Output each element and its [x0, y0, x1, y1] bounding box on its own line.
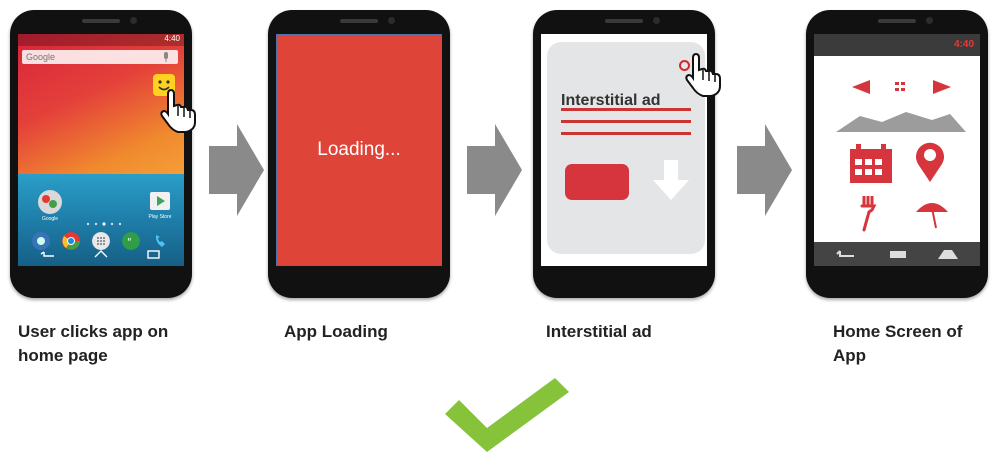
caption-line: Home Screen of — [833, 322, 963, 341]
caption-line: User clicks app on — [18, 322, 169, 341]
phone-camera — [653, 17, 660, 24]
step-caption-1: User clicks app on home page — [18, 320, 168, 368]
status-bar: 4:40 — [18, 34, 184, 46]
menu-grid-icon[interactable] — [893, 82, 907, 92]
back-icon[interactable] — [40, 249, 56, 259]
calendar-icon[interactable] — [848, 144, 894, 184]
recents-icon[interactable] — [146, 249, 162, 259]
smiley-face-icon — [158, 80, 170, 91]
home-screen-display: 4:40 Google Google Play Store — [18, 34, 184, 266]
caption-line: home page — [18, 346, 108, 365]
arrow-right-icon — [209, 124, 264, 216]
play-store-icon[interactable] — [148, 188, 172, 212]
phone-app-loading: Loading... — [268, 10, 450, 298]
nav-bar — [18, 244, 184, 266]
chrome-icon[interactable] — [62, 232, 80, 250]
camera-icon[interactable] — [32, 232, 50, 250]
loading-screen-display: Loading... — [276, 34, 442, 266]
step-caption-4: Home Screen of App — [833, 320, 962, 368]
phone-camera — [388, 17, 395, 24]
phone-camera — [130, 17, 137, 24]
phone-app-home: 4:40 — [806, 10, 988, 298]
umbrella-icon[interactable] — [914, 198, 950, 230]
google-search-label: Google — [26, 52, 56, 62]
app-home-screen-display: 4:40 — [814, 34, 980, 266]
play-store-label: Play Store — [148, 214, 172, 220]
phone-speaker — [82, 19, 120, 23]
google-folder-label: Google — [41, 216, 59, 222]
svg-text:": " — [127, 237, 132, 248]
map-pin-icon[interactable] — [912, 140, 948, 184]
google-folder-icon[interactable] — [36, 188, 64, 216]
ad-text-line — [561, 120, 691, 123]
arrow-right-small-icon[interactable] — [931, 80, 951, 94]
arrow-right-icon — [467, 124, 522, 216]
page-dots — [86, 222, 122, 226]
status-bar: 4:40 — [814, 34, 980, 56]
step-caption-3: Interstitial ad — [546, 320, 652, 344]
hangouts-icon[interactable]: " — [122, 232, 140, 250]
phone-speaker — [605, 19, 643, 23]
ad-text-line — [561, 132, 691, 135]
google-search-bar[interactable]: Google — [22, 50, 178, 64]
checkmark-icon — [445, 378, 569, 452]
home-icon[interactable] — [936, 248, 960, 260]
phone-interstitial-ad: Interstitial ad — [533, 10, 721, 298]
caption-line: App Loading — [284, 322, 388, 341]
phone-call-icon[interactable] — [152, 232, 170, 250]
close-icon[interactable] — [679, 60, 690, 71]
ad-title-underline — [561, 108, 691, 111]
fork-icon[interactable] — [858, 196, 882, 232]
status-time: 4:40 — [164, 34, 180, 43]
arrow-right-icon — [737, 124, 792, 216]
loading-text: Loading... — [317, 139, 401, 160]
status-time: 4:40 — [953, 39, 974, 50]
arrow-left-icon[interactable] — [852, 80, 872, 94]
step-caption-2: App Loading — [284, 320, 388, 344]
app-dock: " — [18, 230, 184, 266]
recents-icon[interactable] — [888, 248, 908, 260]
phone-camera — [926, 17, 933, 24]
caption-line: App — [833, 346, 867, 365]
ad-screen-display: Interstitial ad — [541, 34, 707, 266]
download-arrow-icon — [653, 160, 689, 200]
phone-speaker — [340, 19, 378, 23]
back-icon[interactable] — [836, 248, 856, 260]
apps-drawer-icon[interactable] — [92, 232, 110, 250]
home-icon[interactable] — [93, 249, 109, 259]
hand-pointer-icon — [160, 88, 196, 133]
ad-title: Interstitial ad — [561, 92, 661, 109]
ad-cta-button[interactable] — [565, 164, 629, 200]
mic-icon — [164, 52, 168, 62]
nav-bar — [814, 242, 980, 266]
phone-speaker — [878, 19, 916, 23]
phone-home-screen: 4:40 Google Google Play Store — [10, 10, 196, 298]
caption-line: Interstitial ad — [546, 322, 652, 341]
ad-card: Interstitial ad — [547, 42, 705, 254]
hand-pointer-icon — [685, 52, 721, 97]
mountain-image-icon — [836, 112, 966, 132]
